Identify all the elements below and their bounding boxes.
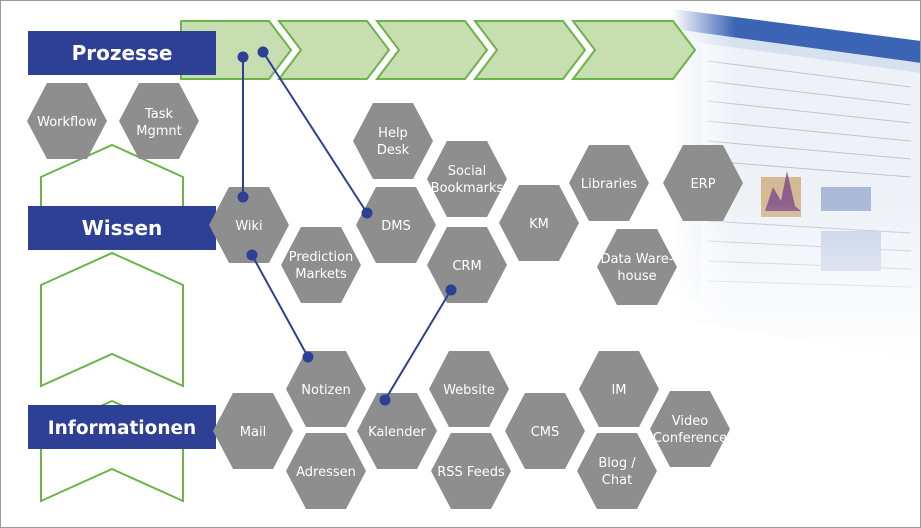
hex-notizen-label: Notizen xyxy=(301,383,350,398)
process-chevron-3 xyxy=(374,20,489,80)
vertical-chevron-2 xyxy=(40,251,184,388)
hex-wiki-label: Wiki xyxy=(235,219,262,234)
hex-task-mgmnt-line2: Mgmnt xyxy=(136,124,181,139)
hex-mail: Mail xyxy=(213,393,293,469)
process-chevron-4 xyxy=(472,20,587,80)
hex-crm-label: CRM xyxy=(452,259,481,274)
hex-website-label: Website xyxy=(443,383,495,398)
connector-prozesse-dms xyxy=(257,46,373,219)
band-informationen: Informationen xyxy=(28,405,216,449)
hex-km: KM xyxy=(499,185,579,261)
hex-blog-chat-line1: Blog / xyxy=(598,456,636,471)
hex-mail-label: Mail xyxy=(240,425,266,440)
band-wissen-label: Wissen xyxy=(82,216,163,240)
hex-rss-feeds: RSS Feeds xyxy=(431,433,511,509)
hex-workflow-label: Workflow xyxy=(37,115,97,130)
band-prozesse-label: Prozesse xyxy=(72,41,173,65)
hex-kalender-label: Kalender xyxy=(368,425,426,440)
hex-social-bookmarks: Social Bookmarks xyxy=(427,141,507,217)
band-wissen: Wissen xyxy=(28,206,216,250)
hex-task-mgmnt-line1: Task xyxy=(144,107,174,122)
hex-data-warehouse: Data Ware- house xyxy=(597,229,677,305)
hex-website: Website xyxy=(429,351,509,427)
hex-social-bookmarks-line1: Social xyxy=(448,164,487,179)
hex-prediction-markets-line2: Markets xyxy=(295,267,347,282)
hex-task-mgmnt: Task Mgmnt xyxy=(119,83,199,159)
hex-libraries: Libraries xyxy=(569,145,649,221)
hex-kalender: Kalender xyxy=(357,393,437,469)
band-informationen-label: Informationen xyxy=(48,418,196,439)
hex-help-desk: Help Desk xyxy=(353,103,433,179)
hex-data-warehouse-line1: Data Ware- xyxy=(601,252,674,267)
hex-erp: ERP xyxy=(663,145,743,221)
hex-cms: CMS xyxy=(505,393,585,469)
hex-video-conference-line2: Conference xyxy=(653,431,727,446)
process-chevron-5 xyxy=(570,20,697,80)
hex-help-desk-line2: Desk xyxy=(377,143,410,158)
band-prozesse: Prozesse xyxy=(28,31,216,75)
hex-crm: CRM xyxy=(427,227,507,303)
hex-cms-label: CMS xyxy=(531,425,560,440)
hex-adressen: Adressen xyxy=(286,433,366,509)
hex-notizen: Notizen xyxy=(286,351,366,427)
hex-libraries-label: Libraries xyxy=(581,177,637,192)
hex-prediction-markets-line1: Prediction xyxy=(289,250,354,265)
hex-video-conference: Video Conference xyxy=(650,391,730,467)
connectors xyxy=(237,46,457,406)
hex-dms-label: DMS xyxy=(381,219,410,234)
hex-help-desk-line1: Help xyxy=(378,126,408,141)
hex-adressen-label: Adressen xyxy=(296,465,356,480)
process-chevron-2 xyxy=(276,20,391,80)
hex-prediction-markets: Prediction Markets xyxy=(281,227,361,303)
hex-rss-feeds-label: RSS Feeds xyxy=(437,465,505,480)
hex-blog-chat: Blog / Chat xyxy=(577,433,657,509)
hex-erp-label: ERP xyxy=(690,177,715,192)
connector-prozesse-wiki xyxy=(237,51,249,203)
hex-blog-chat-line2: Chat xyxy=(602,473,632,488)
hex-dms: DMS xyxy=(356,187,436,263)
hex-im: IM xyxy=(579,351,659,427)
hex-im-label: IM xyxy=(611,383,626,398)
connector-wiki-notizen xyxy=(246,249,314,363)
connector-crm-kalender xyxy=(379,284,457,406)
hex-km-label: KM xyxy=(529,217,549,232)
hex-video-conference-line1: Video xyxy=(672,414,708,429)
hex-workflow: Workflow xyxy=(27,83,107,159)
hex-data-warehouse-line2: house xyxy=(617,269,656,284)
vertical-chevron-3 xyxy=(40,399,184,503)
hex-wiki: Wiki xyxy=(209,187,289,263)
hex-social-bookmarks-line2: Bookmarks xyxy=(431,181,504,196)
